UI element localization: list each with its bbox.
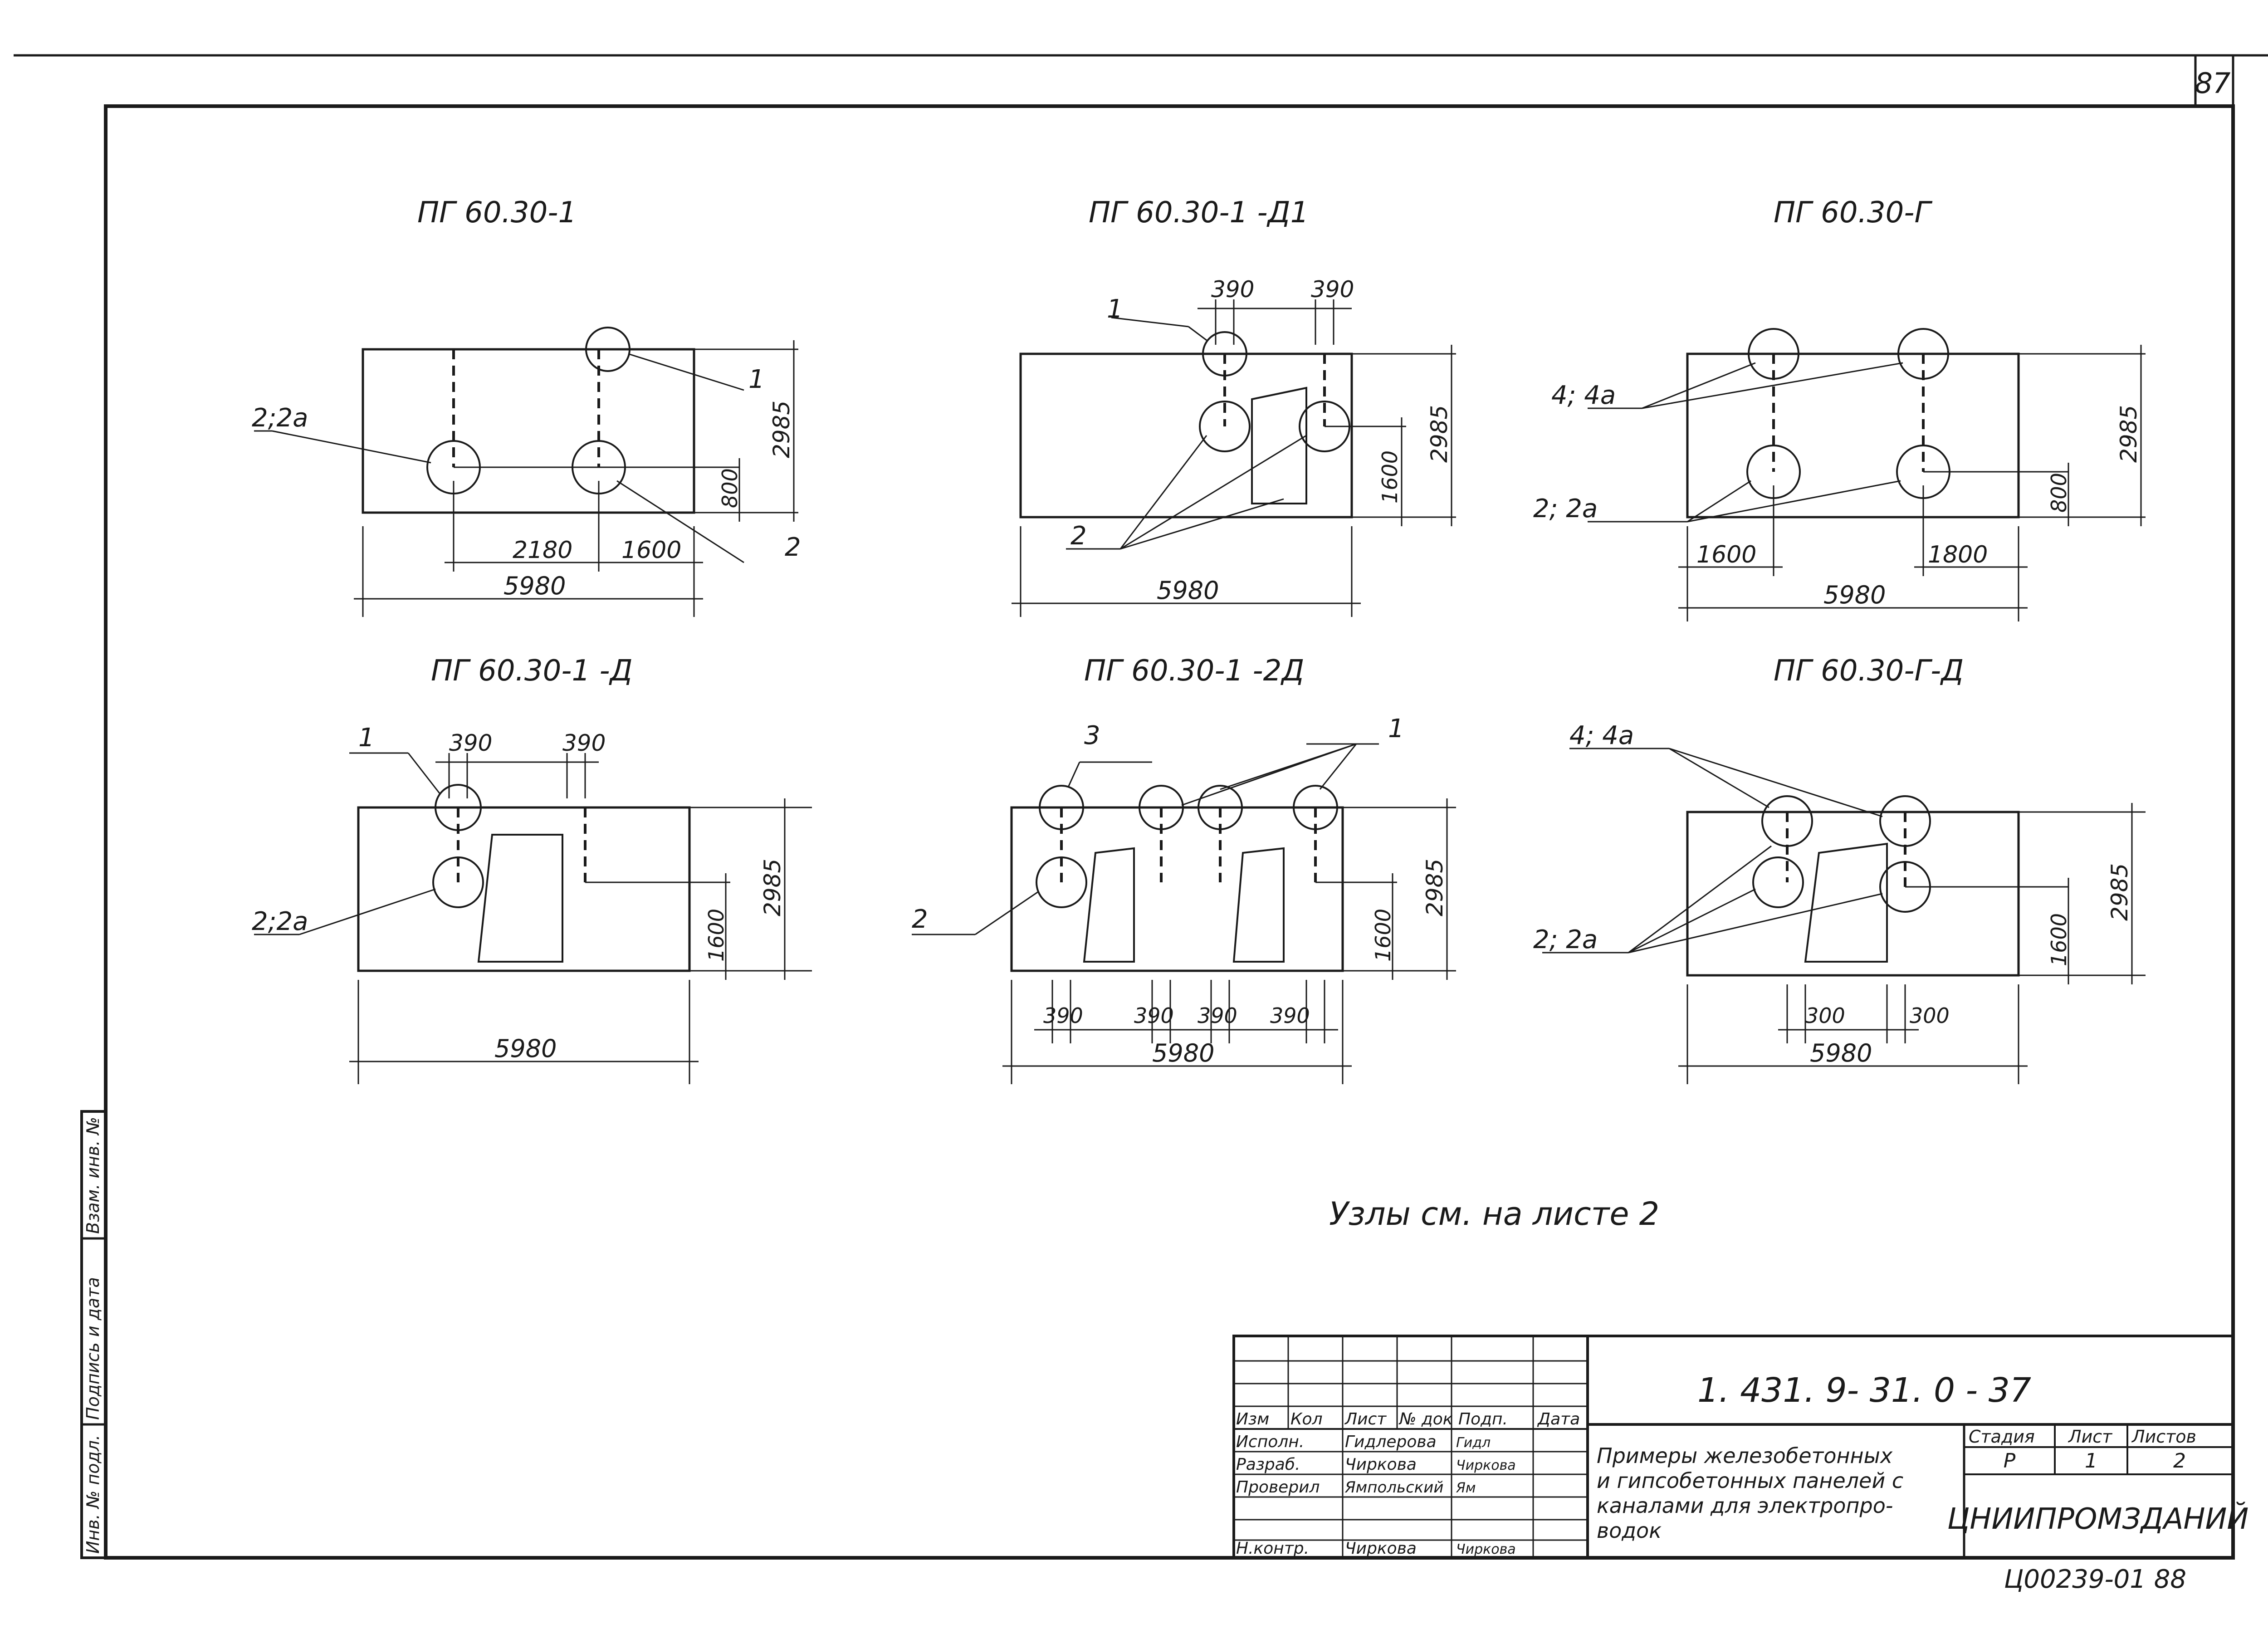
callout-label: 1 bbox=[1388, 714, 1404, 744]
panel-title: ПГ 60.30-1 -Д bbox=[431, 654, 633, 688]
dimension-label: 1800 bbox=[1928, 541, 1988, 568]
panel-drawing-2: ПГ 60.30-1 -Д1 390 390 5980 2985 1600 1 … bbox=[1012, 196, 1456, 617]
person-name: Чиркова bbox=[1345, 1455, 1417, 1474]
dimension-label: 2180 bbox=[513, 537, 572, 564]
panel-drawing-4: ПГ 60.30-1 -Д 390 390 5980 2985 1600 1 2… bbox=[252, 654, 812, 1084]
height-label: 2985 bbox=[1422, 859, 1448, 916]
length-label: 5980 bbox=[494, 1034, 557, 1063]
margin-label-sign: Подпись и дата bbox=[83, 1277, 103, 1420]
length-label: 5980 bbox=[503, 572, 566, 600]
description-line: и гипсобетонных панелей с bbox=[1597, 1468, 1903, 1493]
column-header: Изм bbox=[1236, 1410, 1269, 1429]
length-label: 5980 bbox=[1810, 1039, 1872, 1067]
callout-label: 2 bbox=[1070, 521, 1087, 551]
signature: Чиркова bbox=[1456, 1458, 1516, 1473]
footer-code: Ц00239-01 88 bbox=[2004, 1565, 2186, 1594]
height-label: 2985 bbox=[2116, 405, 2142, 463]
callout-label: 2;2а bbox=[252, 907, 308, 936]
sub-height-label: 1600 bbox=[1371, 909, 1395, 962]
title-block: 1. 431. 9- 31. 0 - 37 Изм Кол Лист № док… bbox=[1232, 1335, 2249, 1559]
person-name: Ямпольский bbox=[1344, 1478, 1444, 1497]
margin-label-inv: Инв. № подл. bbox=[83, 1435, 103, 1554]
left-margin-stamp: Инв. № подл. Подпись и дата Взам. инв. № bbox=[80, 1110, 107, 1559]
sub-height-label: 800 bbox=[2047, 473, 2071, 513]
panel-title: ПГ 60.30-Г bbox=[1774, 196, 1932, 230]
panel-drawing-1: ПГ 60.30-1 2180 1600 5980 2985 800 2;2а … bbox=[252, 196, 801, 617]
dimension-label: 390 bbox=[1134, 1003, 1174, 1028]
panel-title: ПГ 60.30-1 -2Д bbox=[1084, 654, 1304, 688]
callout-label: 1 bbox=[1107, 294, 1123, 324]
length-label: 5980 bbox=[1152, 1039, 1214, 1067]
sub-height-label: 800 bbox=[718, 468, 742, 508]
panel-drawing-5: ПГ 60.30-1 -2Д bbox=[912, 654, 1456, 1084]
callout-label: 1 bbox=[748, 365, 765, 394]
document-code: 1. 431. 9- 31. 0 - 37 bbox=[1697, 1371, 2031, 1410]
length-label: 5980 bbox=[1823, 581, 1886, 609]
description-line: Примеры железобетонных bbox=[1597, 1443, 1893, 1468]
stage-header: Стадия bbox=[1969, 1427, 2035, 1447]
callout-label: 4; 4а bbox=[1551, 381, 1616, 410]
inner-frame bbox=[104, 104, 2235, 1560]
dimension-label: 390 bbox=[1198, 1003, 1237, 1028]
role-label: Проверил bbox=[1236, 1478, 1320, 1497]
dimension-label: 300 bbox=[1805, 1003, 1845, 1028]
margin-label-replace: Взам. инв. № bbox=[83, 1117, 103, 1234]
callout-label: 2; 2а bbox=[1533, 494, 1598, 523]
nodes-note: Узлы см. на листе 2 bbox=[1329, 1195, 1659, 1233]
description-line: каналами для электропро- bbox=[1597, 1493, 1893, 1518]
height-label: 2985 bbox=[768, 401, 795, 458]
dimension-label: 1600 bbox=[621, 537, 681, 564]
panel-drawing-6: ПГ 60.30-Г-Д 300 300 5980 2985 1600 bbox=[1533, 654, 2146, 1084]
column-header: Лист bbox=[1344, 1410, 1387, 1429]
signature: Гидл bbox=[1456, 1435, 1491, 1451]
sub-height-label: 1600 bbox=[704, 909, 728, 962]
callout-label: 2; 2а bbox=[1533, 925, 1598, 954]
length-label: 5980 bbox=[1157, 576, 1219, 605]
height-label: 2985 bbox=[1426, 405, 1452, 463]
stage-value: Р bbox=[2004, 1449, 2016, 1473]
height-label: 2985 bbox=[2107, 863, 2133, 921]
sheet-corner-number: 87 bbox=[2195, 67, 2231, 100]
panel-title: ПГ 60.30-1 bbox=[417, 196, 577, 230]
column-header: № док bbox=[1398, 1410, 1453, 1429]
column-header: Кол bbox=[1290, 1410, 1323, 1429]
sheets-value: 2 bbox=[2173, 1449, 2186, 1473]
callout-label: 1 bbox=[358, 723, 375, 753]
sub-height-label: 1600 bbox=[2047, 913, 2071, 966]
callout-label: 2 bbox=[785, 533, 801, 562]
signature: Чиркова bbox=[1456, 1541, 1516, 1557]
callout-label: 4; 4а bbox=[1569, 721, 1634, 750]
callout-label: 3 bbox=[1084, 721, 1100, 750]
column-header: Дата bbox=[1537, 1410, 1580, 1429]
sheet-value: 1 bbox=[2085, 1449, 2097, 1473]
role-label: Исполн. bbox=[1236, 1433, 1304, 1451]
description-line: водок bbox=[1597, 1518, 1662, 1543]
person-name: Гидлерова bbox=[1345, 1433, 1437, 1451]
panel-title: ПГ 60.30-1 -Д1 bbox=[1089, 196, 1309, 230]
column-header: Подп. bbox=[1458, 1410, 1508, 1429]
role-label: Н.контр. bbox=[1236, 1539, 1309, 1558]
callout-label: 2 bbox=[912, 905, 928, 934]
dimension-label: 390 bbox=[562, 730, 606, 756]
dimension-label: 390 bbox=[1270, 1003, 1310, 1028]
person-name: Чиркова bbox=[1345, 1539, 1417, 1558]
organization-name: ЦНИИПРОМЗДАНИЙ bbox=[1947, 1502, 2249, 1536]
callout-label: 2;2а bbox=[252, 403, 308, 433]
role-label: Разраб. bbox=[1236, 1455, 1300, 1474]
sub-height-label: 1600 bbox=[1378, 450, 1402, 504]
panel-title: ПГ 60.30-Г-Д bbox=[1774, 654, 1964, 688]
height-label: 2985 bbox=[759, 859, 786, 916]
dimension-label: 300 bbox=[1910, 1003, 1950, 1028]
dimension-label: 390 bbox=[1311, 276, 1354, 303]
sheets-header: Листов bbox=[2131, 1427, 2196, 1447]
panel-drawing-3: ПГ 60.30-Г 1600 1800 5980 2985 800 4; 4а… bbox=[1533, 196, 2146, 621]
dimension-label: 1600 bbox=[1696, 541, 1756, 568]
dimension-label: 390 bbox=[449, 730, 492, 756]
sheet-header: Лист bbox=[2068, 1427, 2113, 1447]
signature: Ям bbox=[1456, 1480, 1476, 1496]
dimension-label: 390 bbox=[1211, 276, 1254, 303]
dimension-label: 390 bbox=[1043, 1003, 1083, 1028]
